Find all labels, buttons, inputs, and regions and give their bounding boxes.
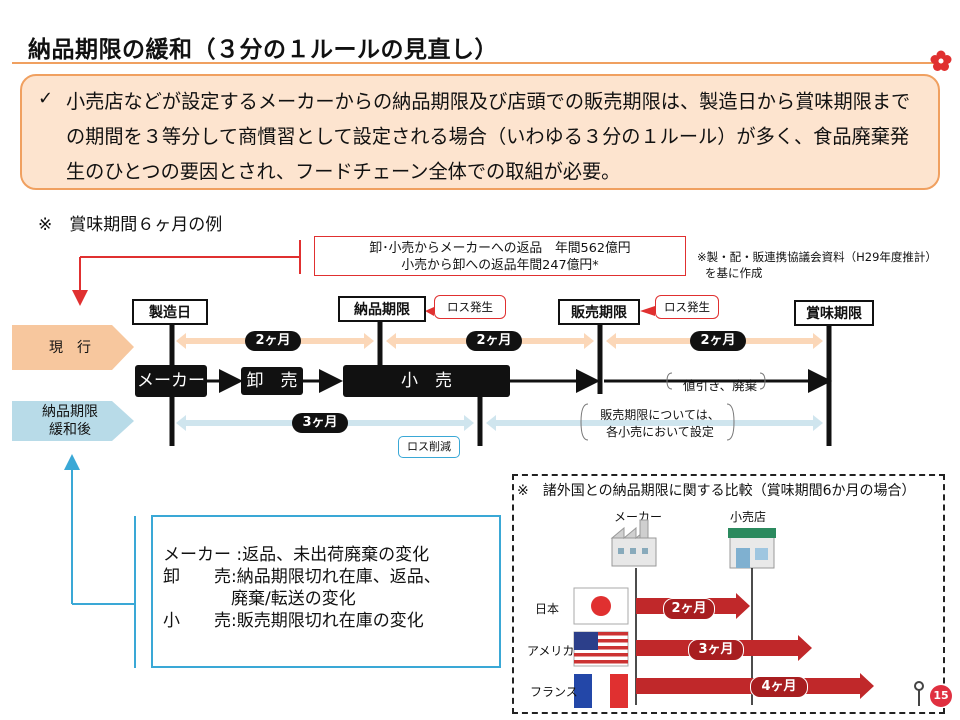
flag-usa-icon xyxy=(573,631,629,667)
relaxed-period-1: 3ヶ月 xyxy=(292,413,348,433)
comparison-title: ※ 諸外国との納品期限に関する比較（賞味期間6か月の場合） xyxy=(517,483,916,499)
factory-icon xyxy=(610,519,657,567)
current-row-chevron xyxy=(12,325,134,370)
delivery-callout-pointer xyxy=(425,307,434,316)
shop-icon xyxy=(728,528,776,569)
flower-logo-icon xyxy=(930,50,952,71)
delivery-deadline-label: 納品期限 xyxy=(338,296,426,322)
wholesaler-box: 卸 売 xyxy=(241,367,303,395)
example-note: ※ 賞味期間６ヶ月の例 xyxy=(38,215,223,235)
current-period-2: 2ヶ月 xyxy=(466,331,522,351)
discount-disposal-note: 値引き、廃棄 xyxy=(683,378,758,393)
best-before-label: 賞味期限 xyxy=(794,300,874,326)
relaxed-label-line-2: 緩和後 xyxy=(49,422,91,438)
loss-reduction-callout: ロス削減 xyxy=(398,436,460,458)
retailer-box: 小 売 xyxy=(343,365,510,397)
page-title: 納品期限の緩和（３分の１ルールの見直し） xyxy=(28,37,498,63)
sales-loss-callout: ロス発生 xyxy=(655,295,719,319)
sales-note-line-1: 販売期限については、 xyxy=(600,408,720,422)
impact-text: メーカー :返品、未出荷廃棄の変化 卸 売:納品期限切れ在庫、返品、 廃棄/転送… xyxy=(163,545,441,631)
sales-callout-pointer xyxy=(640,306,655,316)
current-period-3: 2ヶ月 xyxy=(690,331,746,351)
current-period-1: 2ヶ月 xyxy=(245,331,301,351)
flag-japan-icon xyxy=(573,587,629,625)
relaxed-row-label: 納品期限 緩和後 xyxy=(20,403,120,439)
returns-line-2: 小売から卸への返品年間247億円* xyxy=(401,258,599,273)
sales-deadline-label: 販売期限 xyxy=(558,299,640,325)
comparison-maker-label: メーカー xyxy=(614,510,663,524)
source-note: ※製・配・販連携協議会資料（H29年度推計） を基に作成 xyxy=(697,249,937,281)
country-usa: アメリカ xyxy=(527,644,575,658)
relaxed-label-line-1: 納品期限 xyxy=(42,404,98,420)
returns-line-1: 卸･小売からメーカーへの返品 年間562億円 xyxy=(369,241,631,256)
country-japan: 日本 xyxy=(535,602,560,616)
title-underline xyxy=(12,62,948,64)
flag-france-icon xyxy=(574,674,628,708)
sales-note-line-2: 各小売において設定 xyxy=(606,425,714,439)
source-line-2: を基に作成 xyxy=(705,266,763,280)
source-line-1: ※製・配・販連携協議会資料（H29年度推計） xyxy=(697,250,937,264)
sales-note-bracket xyxy=(580,403,735,441)
returns-loss-box: 卸･小売からメーカーへの返品 年間562億円 小売から卸への返品年間247億円* xyxy=(314,236,686,276)
comparison-store-label: 小売店 xyxy=(730,510,767,524)
relaxed-row-chevron xyxy=(12,401,134,441)
pin-icon xyxy=(914,681,924,706)
delivery-loss-callout: ロス発生 xyxy=(434,295,506,319)
maker-box: メーカー xyxy=(135,365,207,397)
current-row-label: 現 行 xyxy=(49,340,91,356)
page-number-badge: 15 xyxy=(930,685,952,707)
manufacture-date-label: 製造日 xyxy=(132,299,208,325)
comparison-frame xyxy=(512,474,945,714)
impact-box xyxy=(151,515,501,668)
france-period: 4ヶ月 xyxy=(750,676,808,698)
usa-period: 3ヶ月 xyxy=(688,639,744,661)
summary-text: 小売店などが設定するメーカーからの納品期限及び店頭での販売期限は、製造日から賞味… xyxy=(66,90,911,183)
summary-box xyxy=(20,74,940,190)
check-icon: ✓ xyxy=(38,88,54,109)
sales-deadline-note: 販売期限については、 各小売において設定 xyxy=(585,407,735,441)
country-france: フランス xyxy=(530,685,578,699)
japan-period: 2ヶ月 xyxy=(663,598,715,620)
discount-bracket xyxy=(666,372,766,390)
